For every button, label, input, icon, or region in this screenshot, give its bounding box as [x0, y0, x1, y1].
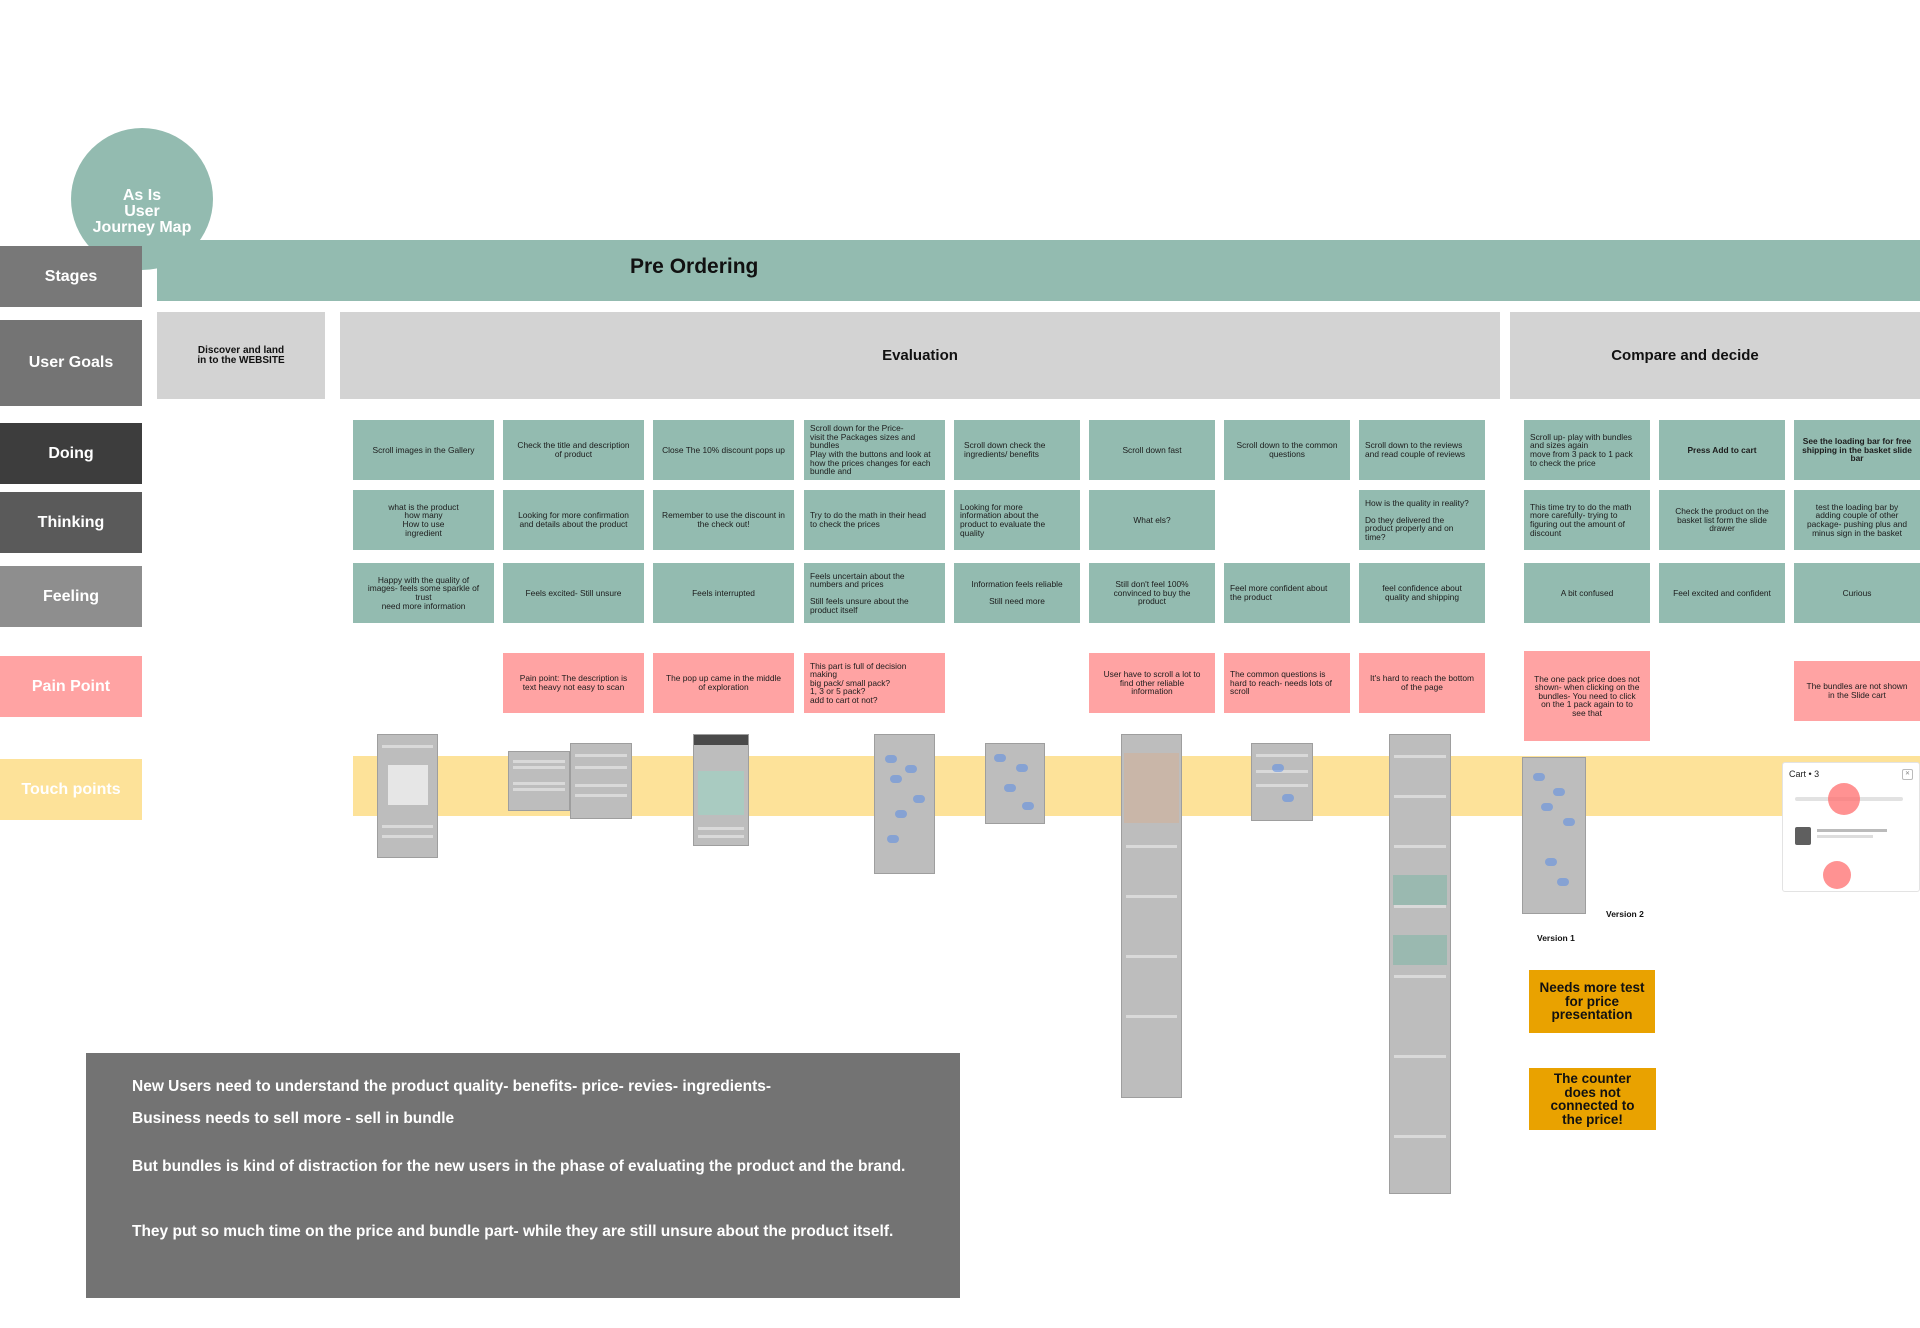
row-label-feeling: Feeling — [0, 566, 142, 627]
doing-note: Check the title and description of produ… — [503, 420, 644, 480]
row-label-user-goals: User Goals — [0, 320, 142, 406]
goal-compare-decide: Compare and decide — [1510, 312, 1920, 399]
click-heat-dot — [1823, 861, 1851, 889]
thinking-note: test the loading bar by adding couple of… — [1794, 490, 1920, 550]
doing-note: Press Add to cart — [1659, 420, 1785, 480]
doing-note: See the loading bar for free shipping in… — [1794, 420, 1920, 480]
version-2-label: Version 2 — [1606, 909, 1644, 919]
feeling-note: Feels interrupted — [653, 563, 794, 623]
goal-evaluation: Evaluation — [340, 312, 1500, 399]
doing-note: Scroll down fast — [1089, 420, 1215, 480]
screenshot-long-scroll — [1121, 734, 1182, 1098]
feeling-note: Feels uncertain about the numbers and pr… — [804, 563, 945, 623]
feeling-note: Feel excited and confident — [1659, 563, 1785, 623]
version-1-label: Version 1 — [1537, 933, 1575, 943]
thinking-note: What els? — [1089, 490, 1215, 550]
doing-note: Scroll up- play with bundles and sizes a… — [1524, 420, 1650, 480]
screenshot-bundle-version1 — [1522, 757, 1586, 914]
feeling-note: Information feels reliable Still need mo… — [954, 563, 1080, 623]
feeling-note: Curious — [1794, 563, 1920, 623]
thinking-note: what is the product how many How to use … — [353, 490, 494, 550]
stage-title: Pre Ordering — [630, 255, 759, 278]
feeling-note: feel confidence about quality and shippi… — [1359, 563, 1485, 623]
screenshot-price-bundles — [874, 734, 935, 874]
summary-line: Business needs to sell more - sell in bu… — [132, 1110, 455, 1127]
close-icon: ✕ — [1902, 769, 1913, 780]
note-counter-issue: The counter does not connected to the pr… — [1529, 1068, 1656, 1130]
pain-note: The pop up came in the middle of explora… — [653, 653, 794, 713]
screenshot-reviews — [1389, 734, 1451, 1194]
summary-line: But bundles is kind of distraction for t… — [132, 1158, 906, 1175]
thinking-note: Looking for more information about the p… — [954, 490, 1080, 550]
doing-note: Scroll down for the Price- visit the Pac… — [804, 420, 945, 480]
note-needs-more-test: Needs more test for price presentation — [1529, 970, 1655, 1033]
click-heat-dot — [1828, 783, 1860, 815]
screenshot-description-detail — [570, 743, 632, 819]
pain-note: The one pack price does not shown- when … — [1524, 651, 1650, 741]
thinking-note: Looking for more confirmation and detail… — [503, 490, 644, 550]
pain-note: This part is full of decision making big… — [804, 653, 945, 713]
pain-note: It's hard to reach the bottom of the pag… — [1359, 653, 1485, 713]
thinking-note: How is the quality in reality? Do they d… — [1359, 490, 1485, 550]
summary-line: They put so much time on the price and b… — [132, 1223, 894, 1240]
screenshot-common-questions — [1251, 743, 1313, 821]
cart-preview: Cart • 3 ✕ — [1782, 762, 1920, 892]
feeling-note: Happy with the quality of images- feels … — [353, 563, 494, 623]
doing-note: Scroll down to the common questions — [1224, 420, 1350, 480]
pain-note: Pain point: The description is text heav… — [503, 653, 644, 713]
pain-note: The bundles are not shown in the Slide c… — [1794, 661, 1920, 721]
row-label-stages: Stages — [0, 246, 142, 307]
thinking-note: Try to do the math in their head to chec… — [804, 490, 945, 550]
screenshot-discount-popup — [693, 734, 749, 846]
stage-band — [157, 240, 1920, 301]
pain-note: User have to scroll a lot to find other … — [1089, 653, 1215, 713]
pain-note: The common questions is hard to reach- n… — [1224, 653, 1350, 713]
goal-discover: Discover and land in to the WEBSITE — [157, 312, 325, 399]
summary-line: New Users need to understand the product… — [132, 1078, 772, 1095]
screenshot-ingredients — [985, 743, 1045, 824]
feeling-note: Still don't feel 100% convinced to buy t… — [1089, 563, 1215, 623]
feeling-note: Feels excited- Still unsure — [503, 563, 644, 623]
doing-note: Scroll down check the ingredients/ benef… — [954, 420, 1080, 480]
row-label-pain-point: Pain Point — [0, 656, 142, 717]
row-label-doing: Doing — [0, 423, 142, 484]
doing-note: Close The 10% discount pops up — [653, 420, 794, 480]
thinking-note: This time try to do the math more carefu… — [1524, 490, 1650, 550]
feeling-note: A bit confused — [1524, 563, 1650, 623]
thinking-note: Check the product on the basket list for… — [1659, 490, 1785, 550]
thinking-note: Remember to use the discount in the chec… — [653, 490, 794, 550]
product-thumbnail — [1795, 827, 1811, 845]
summary-box: New Users need to understand the product… — [86, 1053, 960, 1298]
screenshot-title-description — [508, 751, 570, 811]
doing-note: Scroll down to the reviews and read coup… — [1359, 420, 1485, 480]
row-label-thinking: Thinking — [0, 492, 142, 553]
screenshot-gallery — [377, 734, 438, 858]
feeling-note: Feel more confident about the product — [1224, 563, 1350, 623]
cart-title: Cart • 3 — [1789, 769, 1820, 779]
row-label-touch-points: Touch points — [0, 759, 142, 820]
doing-note: Scroll images in the Gallery — [353, 420, 494, 480]
